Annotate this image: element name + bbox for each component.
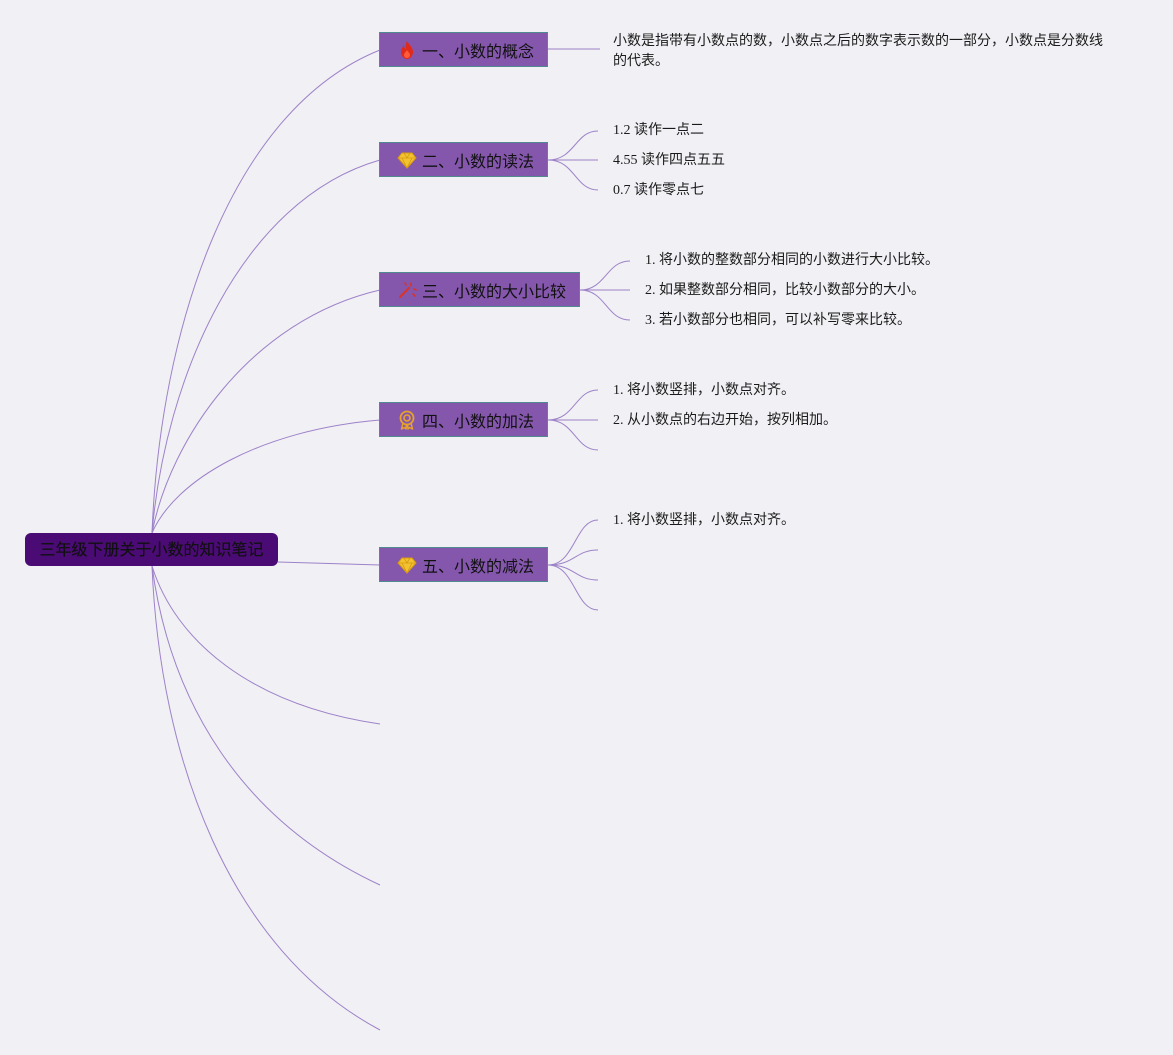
leaf-comparison-1[interactable]: 1. 将小数的整数部分相同的小数进行大小比较。: [645, 253, 939, 268]
leaf-reading-3[interactable]: 0.7 读作零点七: [613, 183, 704, 198]
topic-label: 五、小数的减法: [422, 556, 535, 576]
leaf-concept-1[interactable]: 小数是指带有小数点的数，小数点之后的数字表示数的一部分，小数点是分数线的代表。: [613, 34, 1103, 69]
link-t3-c1: [579, 260, 631, 291]
topic-node-concept[interactable]: 一、小数的概念: [379, 32, 548, 67]
link-t4-c1: [547, 389, 599, 421]
link-t5-c2: [547, 549, 599, 566]
topic-node-subtraction[interactable]: 五、小数的减法: [379, 547, 548, 582]
link-root-topic-2: [151, 159, 381, 534]
topic-node-comparison[interactable]: 三、小数的大小比较: [379, 272, 580, 307]
link-root-empty-2: [151, 565, 381, 886]
link-root-empty-1: [151, 565, 381, 725]
link-t5-c1: [547, 519, 599, 566]
link-t5-c3: [547, 564, 599, 581]
topic-label: 一、小数的概念: [422, 41, 535, 61]
link-root-topic-3: [151, 289, 381, 534]
link-t3-c3: [579, 289, 631, 321]
link-root-topic-4: [151, 419, 381, 534]
link-root-topic-5: [277, 561, 381, 566]
link-t2-c3: [547, 159, 599, 191]
leaf-addition-1[interactable]: 1. 将小数竖排，小数点对齐。: [613, 383, 795, 398]
link-root-empty-3: [151, 565, 381, 1031]
leaf-reading-2[interactable]: 4.55 读作四点五五: [613, 153, 725, 168]
leaf-addition-2[interactable]: 2. 从小数点的右边开始，按列相加。: [613, 413, 837, 428]
fire-icon: [396, 39, 418, 61]
leaf-comparison-2[interactable]: 2. 如果整数部分相同，比较小数部分的大小。: [645, 283, 925, 298]
diamond-icon: [396, 149, 418, 171]
topic-label: 二、小数的读法: [422, 151, 535, 171]
leaf-reading-1[interactable]: 1.2 读作一点二: [613, 123, 704, 138]
root-label: 三年级下册关于小数的知识笔记: [39, 540, 264, 559]
diamond-icon: [396, 554, 418, 576]
leaf-comparison-3[interactable]: 3. 若小数部分也相同，可以补写零来比较。: [645, 313, 911, 328]
link-t5-c4: [547, 564, 599, 611]
link-t2-c1: [547, 130, 599, 161]
link-t4-c3: [547, 419, 599, 451]
topic-label: 三、小数的大小比较: [422, 281, 567, 301]
link-root-topic-1: [151, 49, 381, 534]
topic-node-reading[interactable]: 二、小数的读法: [379, 142, 548, 177]
topic-node-addition[interactable]: 四、小数的加法: [379, 402, 548, 437]
topic-label: 四、小数的加法: [422, 411, 535, 431]
medal-icon: [396, 409, 418, 431]
root-node[interactable]: 三年级下册关于小数的知识笔记: [25, 533, 278, 566]
leaf-subtraction-1[interactable]: 1. 将小数竖排，小数点对齐。: [613, 513, 795, 528]
magic-wand-icon: [396, 279, 418, 301]
